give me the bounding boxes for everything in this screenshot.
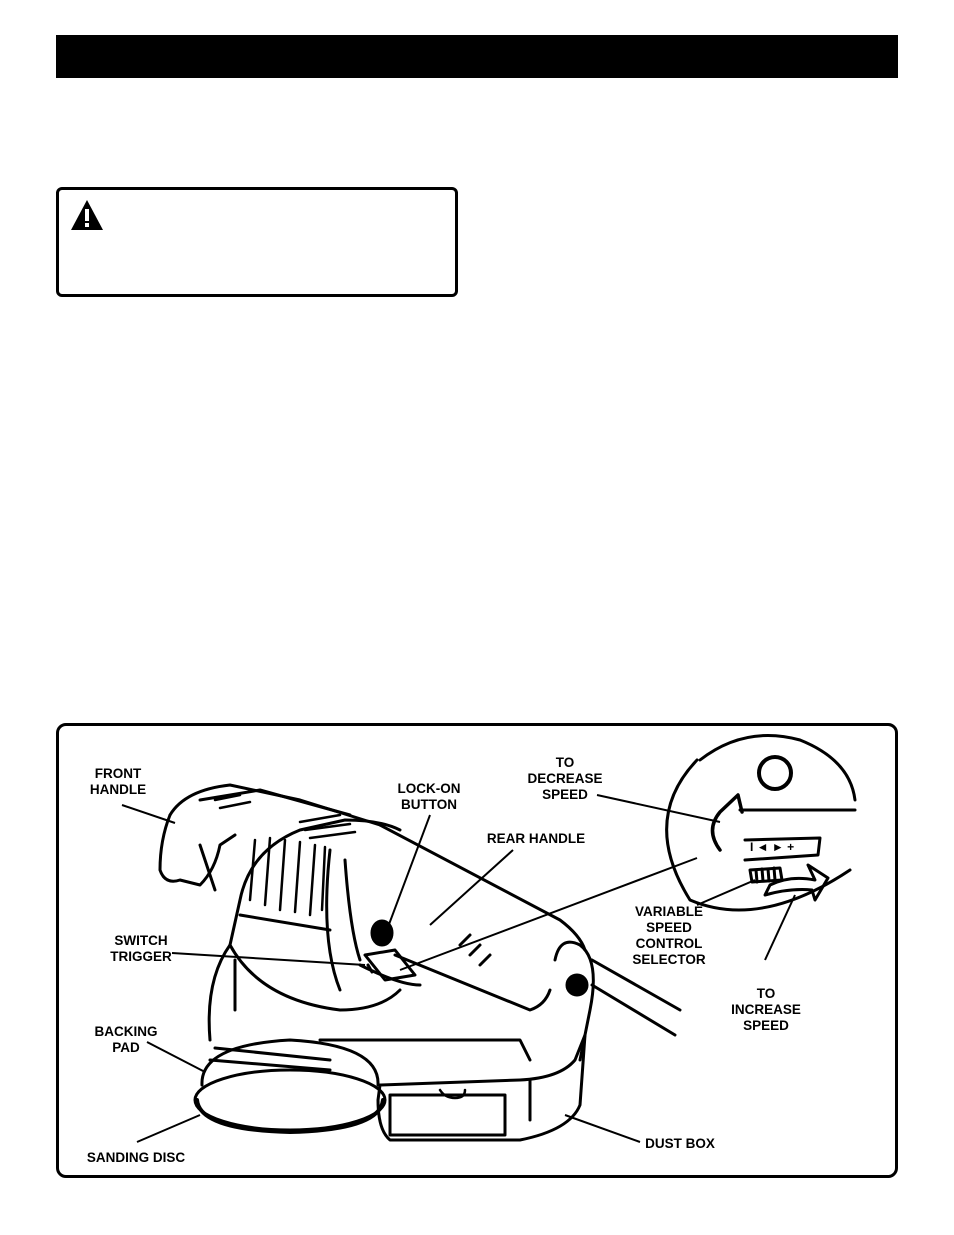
label-dust-box: DUST BOX xyxy=(645,1136,715,1151)
leader-inset-connector xyxy=(399,857,698,971)
label-sanding-disc: SANDING DISC xyxy=(86,1150,186,1165)
increase-speed-arrow-icon xyxy=(763,863,830,902)
leader-rear-handle xyxy=(429,849,514,926)
leader-sanding-disc xyxy=(136,1114,201,1143)
leader-backing-pad xyxy=(146,1041,206,1073)
label-to-increase-speed: TO INCREASE SPEED xyxy=(731,986,801,1033)
decrease-speed-arrow-icon xyxy=(710,793,744,852)
leader-switch-trigger xyxy=(171,952,366,966)
switch-trigger-shape xyxy=(363,948,417,982)
leader-front-handle xyxy=(121,804,176,824)
section-header-bar xyxy=(56,35,898,78)
leader-speed-selector xyxy=(696,879,756,906)
backing-pad-shape xyxy=(200,1038,380,1087)
front-handle-shape xyxy=(158,813,237,887)
label-switch-trigger: SWITCH TRIGGER xyxy=(110,933,172,964)
warning-box xyxy=(56,187,458,297)
label-variable-speed-control-selector: VARIABLE SPEED CONTROL SELECTOR xyxy=(632,904,706,967)
cord-guard-shape xyxy=(553,940,595,1062)
dust-box-shape xyxy=(376,1033,587,1142)
warning-triangle-icon xyxy=(71,200,103,230)
label-front-handle: FRONT HANDLE xyxy=(89,766,147,797)
speed-dial-inset-shape xyxy=(665,758,852,912)
leader-increase-speed xyxy=(764,894,796,961)
leader-lock-on-button xyxy=(384,814,431,936)
dial-markings: I ◄ ► + xyxy=(750,840,794,854)
sanding-disc-shape xyxy=(193,1068,387,1132)
leader-decrease-speed xyxy=(596,794,721,823)
sander-diagram-frame xyxy=(56,723,898,1178)
label-to-decrease-speed: TO DECREASE SPEED xyxy=(527,755,603,802)
leader-dust-box xyxy=(564,1114,641,1143)
label-rear-handle: REAR HANDLE xyxy=(486,831,586,846)
label-backing-pad: BACKING PAD xyxy=(94,1024,158,1055)
label-lock-on-button: LOCK-ON BUTTON xyxy=(397,781,461,812)
